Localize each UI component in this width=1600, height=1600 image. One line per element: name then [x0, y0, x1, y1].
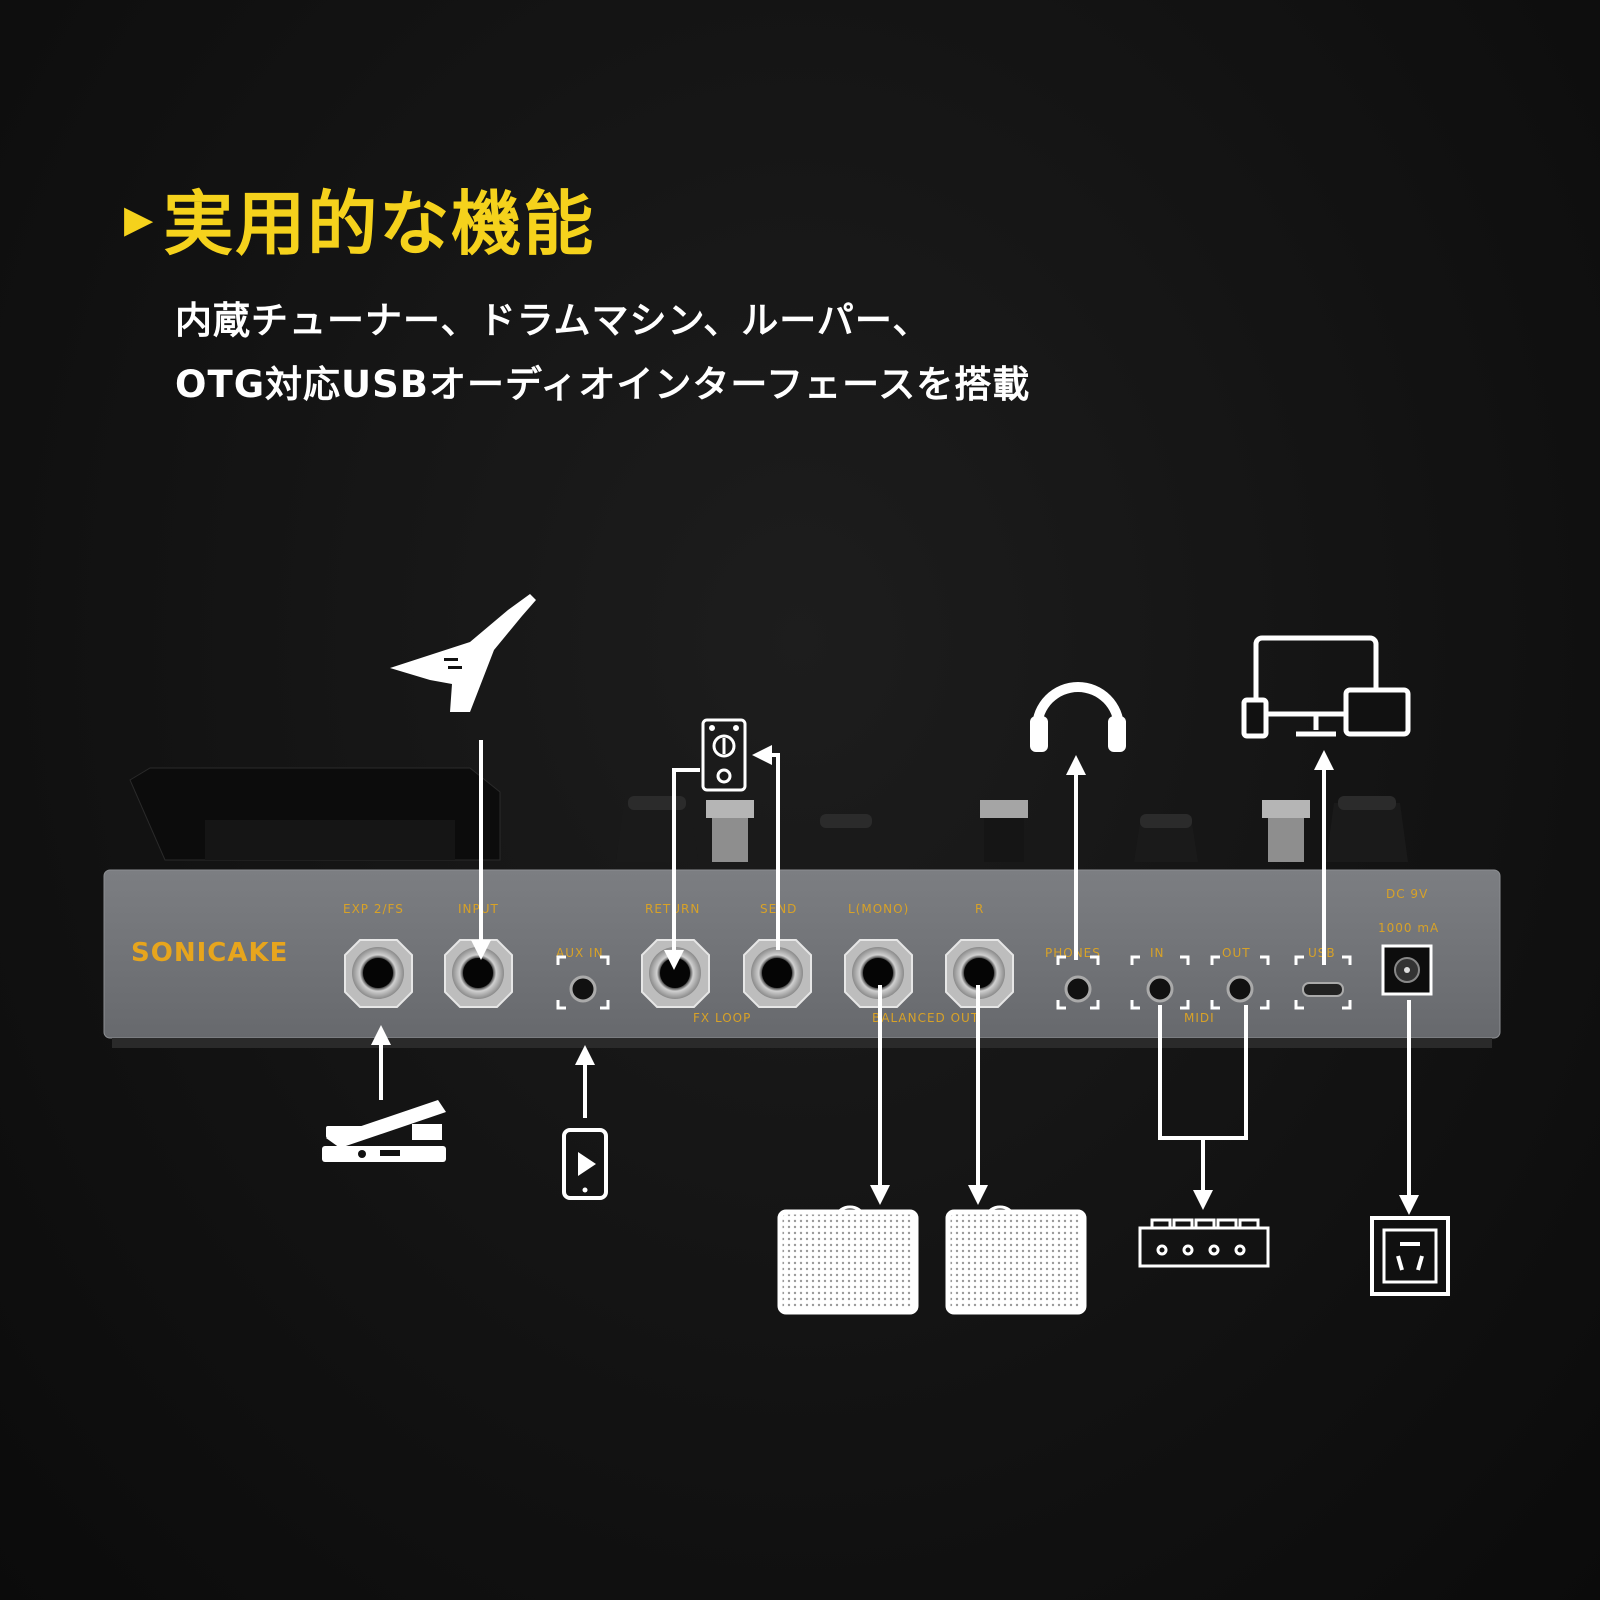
label-aux-in: AUX IN: [556, 946, 604, 960]
label-midi-out: OUT: [1222, 946, 1251, 960]
heading-marker-icon: ▶: [124, 196, 154, 241]
heading: ▶ 実用的な機能: [124, 168, 595, 269]
label-input: INPUT: [458, 902, 499, 916]
description-line-2: OTG対応USBオーディオインターフェースを搭載: [175, 363, 1031, 406]
label-usb: USB: [1308, 946, 1336, 960]
jack-exp[interactable]: [344, 939, 413, 1008]
effect-pedal-icon: [701, 718, 747, 792]
label-dc: DC 9V: [1386, 887, 1428, 901]
midi-controller-icon: [1138, 1218, 1270, 1268]
knob: [1134, 814, 1198, 862]
jack-phones[interactable]: [1056, 955, 1100, 1010]
label-r: R: [975, 902, 984, 916]
jack-send[interactable]: [743, 939, 812, 1008]
top-components: [129, 767, 1408, 862]
guitar-icon: [390, 594, 536, 712]
phone-icon: [562, 1128, 608, 1200]
footswitch: [1262, 800, 1310, 862]
expression-pedal-icon: [322, 1100, 446, 1162]
headphones-icon: [1030, 682, 1126, 752]
dc-power-jack[interactable]: [1381, 944, 1433, 996]
jack-midi-out[interactable]: [1210, 955, 1270, 1010]
label-fx-loop: FX LOOP: [693, 1011, 751, 1025]
knob: [616, 796, 698, 862]
jack-midi-in[interactable]: [1130, 955, 1190, 1010]
jack-l-mono[interactable]: [844, 939, 913, 1008]
label-current: 1000 mA: [1378, 921, 1439, 935]
speaker-cabinet-icon: [777, 1205, 919, 1315]
knob: [1326, 796, 1408, 862]
computer-icon: [1241, 635, 1411, 739]
jack-aux-in[interactable]: [556, 955, 610, 1010]
footswitch: [706, 800, 754, 862]
label-balanced-out: BALANCED OUT: [872, 1011, 979, 1025]
label-midi: MIDI: [1184, 1011, 1215, 1025]
label-exp: EXP 2/FS: [343, 902, 404, 916]
label-l-mono: L(MONO): [848, 902, 909, 916]
device-rear-panel: SONICAKE EXP 2/FS INPUT AUX IN RETURN SE…: [103, 869, 1501, 1048]
label-midi-in: IN: [1150, 946, 1165, 960]
knob: [814, 814, 878, 862]
brand-logo: SONICAKE: [131, 938, 288, 968]
jack-input[interactable]: [444, 939, 513, 1008]
usb-port[interactable]: [1294, 955, 1352, 1010]
speaker-cabinet-icon: [945, 1205, 1087, 1315]
description-line-1: 内蔵チューナー、ドラムマシン、ルーパー、: [175, 299, 931, 342]
page-title: 実用的な機能: [163, 183, 596, 265]
power-outlet-icon: [1370, 1216, 1450, 1296]
jack-r[interactable]: [945, 939, 1014, 1008]
footswitch: [980, 800, 1028, 862]
connection-lines: [371, 740, 1419, 1215]
